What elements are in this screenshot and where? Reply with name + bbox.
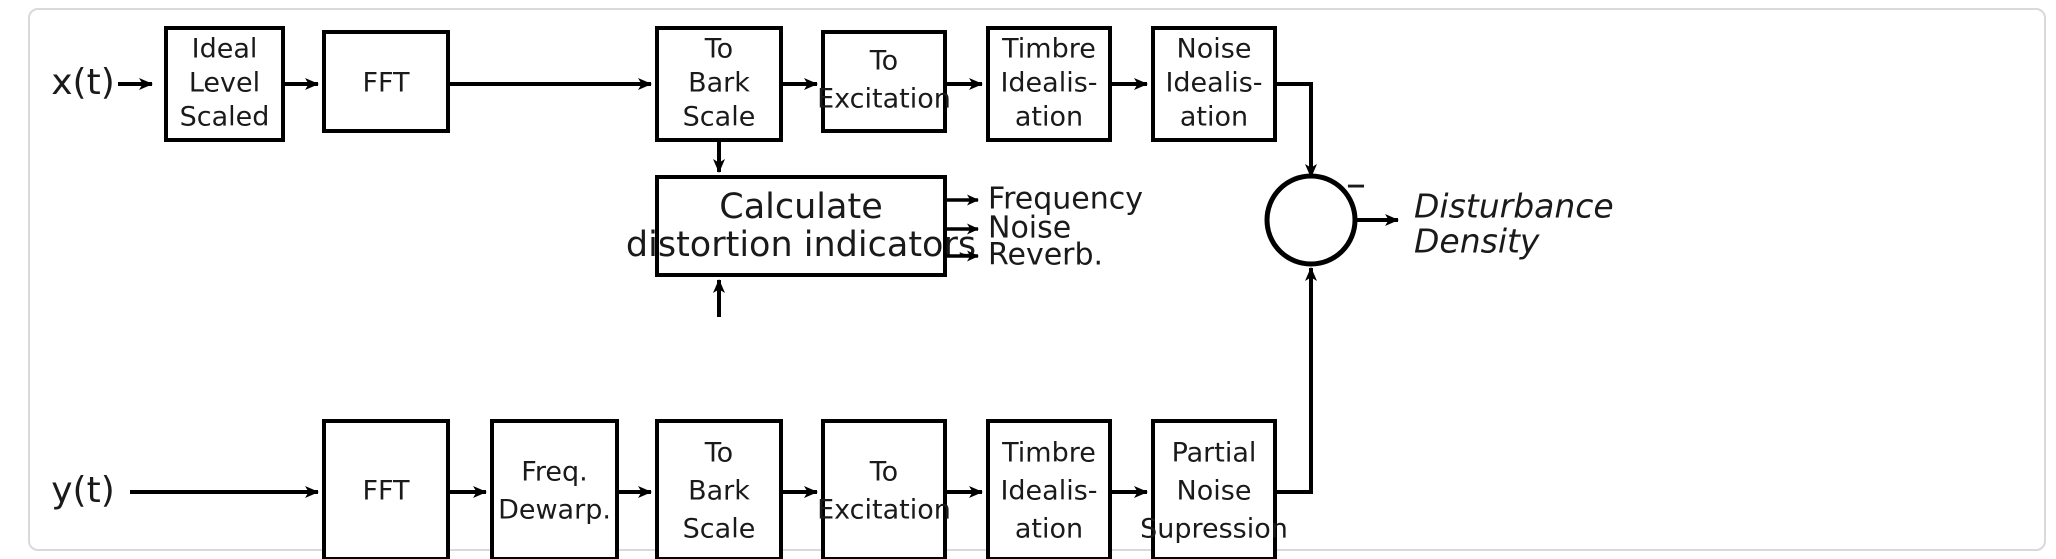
input-x-text: x(t) <box>51 62 115 103</box>
block-timbre-idealisation-bottom-line-1: Idealis- <box>1000 476 1097 507</box>
block-noise-idealisation-line-1: Idealis- <box>1165 68 1262 99</box>
block-fft-top[interactable]: FFT <box>322 30 450 133</box>
block-partial-noise-supression-line-1: Noise <box>1177 476 1252 507</box>
block-timbre-idealisation-top-line-0: Timbre <box>1001 34 1096 65</box>
block-to-bark-scale-bottom[interactable]: To Bark Scale <box>655 419 783 559</box>
block-timbre-idealisation-bottom-line-2: ation <box>1015 514 1083 545</box>
block-to-excitation-bottom[interactable]: To Excitation <box>817 419 951 559</box>
block-calculate-line-1: distortion indicators <box>626 225 976 265</box>
block-ideal-level-scaled-line-0: Ideal <box>192 34 258 65</box>
output-disturbance-density-line-1: Density <box>1414 222 1540 261</box>
block-timbre-idealisation-bottom[interactable]: Timbre Idealis- ation <box>986 419 1112 559</box>
block-noise-idealisation[interactable]: Noise Idealis- ation <box>1151 26 1277 142</box>
wire-noise-idealisation-to-sum <box>1275 82 1317 178</box>
block-ideal-level-scaled[interactable]: Ideal Level Scaled <box>164 26 285 142</box>
block-calculate-line-0: Calculate <box>719 187 882 227</box>
block-ideal-level-scaled-line-2: Scaled <box>180 102 270 133</box>
block-to-excitation-top-line-0: To <box>869 46 898 77</box>
block-to-bark-scale-bottom-line-0: To <box>704 438 733 469</box>
wire-partial-noise-to-sum <box>1275 267 1317 494</box>
summing-junction[interactable]: – <box>1264 161 1366 267</box>
input-label-x: x(t) <box>51 62 115 103</box>
output-label-frequency: Frequency <box>988 182 1143 217</box>
block-to-bark-scale-bottom-line-2: Scale <box>683 514 756 545</box>
block-timbre-idealisation-bottom-line-0: Timbre <box>1001 438 1096 469</box>
block-noise-idealisation-line-0: Noise <box>1177 34 1252 65</box>
block-partial-noise-supression-line-0: Partial <box>1172 438 1257 469</box>
block-fft-top-line-0: FFT <box>362 68 410 99</box>
block-to-bark-scale-top-line-2: Scale <box>683 102 756 133</box>
block-to-bark-scale-top-line-1: Bark <box>688 68 750 99</box>
block-timbre-idealisation-top-line-1: Idealis- <box>1000 68 1097 99</box>
block-partial-noise-supression-line-2: Supression <box>1140 514 1288 545</box>
block-freq-dewarp-line-0: Freq. <box>521 457 587 488</box>
input-label-y: y(t) <box>51 470 115 511</box>
block-freq-dewarp-line-1: Dewarp. <box>498 495 611 526</box>
block-to-bark-scale-top-line-0: To <box>704 34 733 65</box>
block-to-excitation-top[interactable]: To Excitation <box>817 30 951 133</box>
summing-junction-minus-sign: – <box>1346 161 1366 207</box>
block-timbre-idealisation-top-line-2: ation <box>1015 102 1083 133</box>
block-to-excitation-top-line-1: Excitation <box>817 84 951 115</box>
block-timbre-idealisation-top[interactable]: Timbre Idealis- ation <box>986 26 1112 142</box>
block-calculate-distortion-indicators[interactable]: Calculate distortion indicators <box>626 175 976 277</box>
block-to-excitation-bottom-line-1: Excitation <box>817 495 951 526</box>
block-freq-dewarp[interactable]: Freq. Dewarp. <box>490 419 619 559</box>
block-partial-noise-supression[interactable]: Partial Noise Supression <box>1140 419 1288 559</box>
output-disturbance-density: Disturbance Density <box>1414 187 1614 261</box>
block-to-bark-scale-bottom-line-1: Bark <box>688 476 750 507</box>
block-noise-idealisation-line-2: ation <box>1180 102 1248 133</box>
block-to-excitation-bottom-line-0: To <box>869 457 898 488</box>
input-y-text: y(t) <box>51 470 115 511</box>
output-disturbance-density-line-0: Disturbance <box>1414 187 1614 226</box>
block-fft-bottom-line-0: FFT <box>362 476 410 507</box>
block-ideal-level-scaled-line-1: Level <box>189 68 260 99</box>
output-label-reverb: Reverb. <box>988 238 1103 273</box>
output-label-noise: Noise <box>988 211 1071 246</box>
block-to-bark-scale-top[interactable]: To Bark Scale <box>655 26 783 142</box>
block-fft-bottom[interactable]: FFT <box>322 419 450 559</box>
